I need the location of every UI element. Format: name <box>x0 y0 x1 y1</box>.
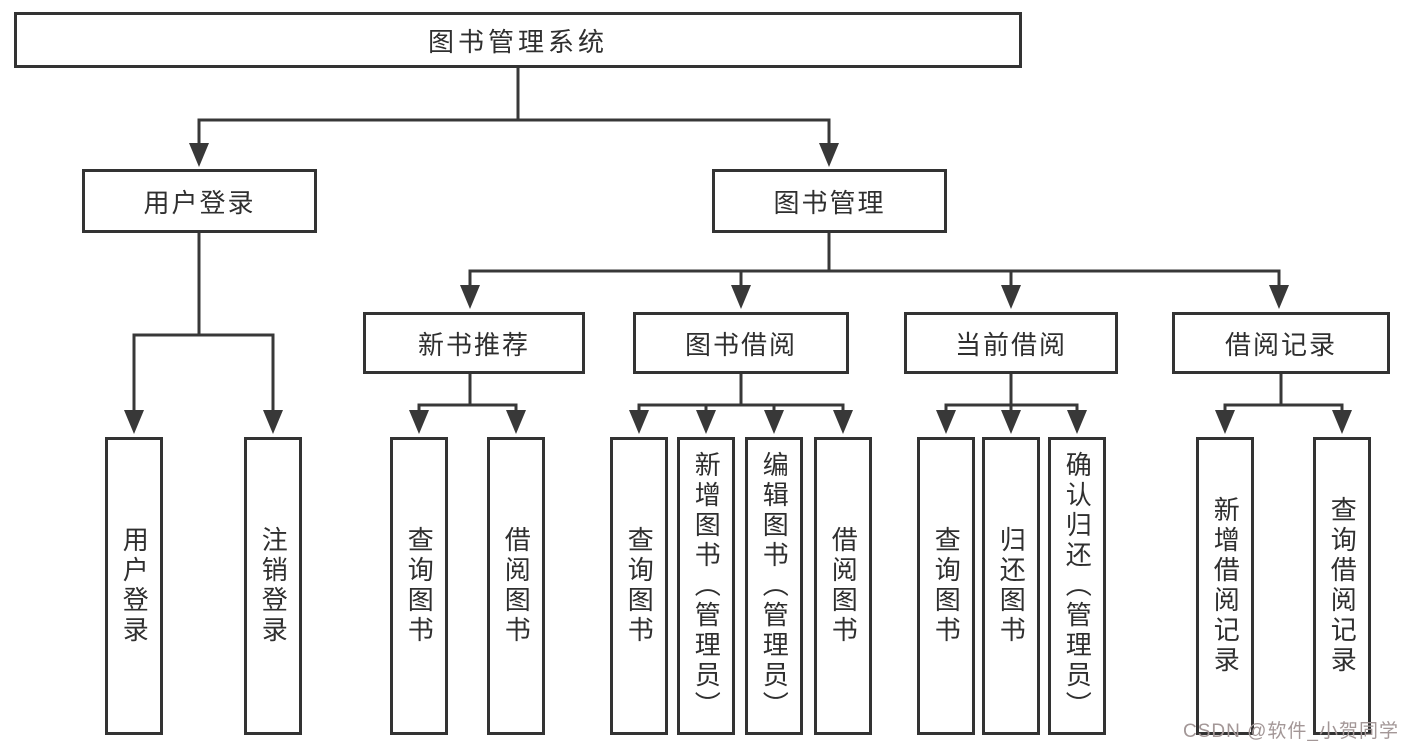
leaf-label: 确认归还（管理员） <box>1062 451 1093 721</box>
node-label: 当前借阅 <box>954 329 1067 360</box>
leaf-logout: 注销登录 <box>244 437 302 735</box>
node-current-borrowing: 当前借阅 <box>904 312 1118 374</box>
leaf-user-login: 用户登录 <box>105 437 163 735</box>
arrowhead-icon <box>936 410 956 434</box>
node-label: 新书推荐 <box>417 329 530 360</box>
leaf-label: 新增借阅记录 <box>1210 496 1241 676</box>
leaf-label: 查询图书 <box>624 526 655 646</box>
arrowhead-icon <box>189 143 209 167</box>
leaf-label: 注销登录 <box>258 526 289 646</box>
arrowhead-icon <box>629 410 649 434</box>
csdn-watermark: CSDN @软件_小贺同学 <box>1183 721 1399 742</box>
node-library-management-system: 图书管理系统 <box>14 12 1022 68</box>
arrowhead-icon <box>833 410 853 434</box>
arrowhead-icon <box>696 410 716 434</box>
arrowhead-icon <box>1332 410 1352 434</box>
node-user-login: 用户登录 <box>82 169 317 233</box>
arrowhead-icon <box>731 285 751 309</box>
node-label: 图书管理 <box>773 187 886 218</box>
leaf-borrow-books: 借阅图书 <box>814 437 872 735</box>
arrowhead-icon <box>124 410 144 434</box>
node-borrowing-records: 借阅记录 <box>1172 312 1390 374</box>
leaf-edit-book-admin: 编辑图书（管理员） <box>745 437 803 735</box>
leaf-add-borrow-record: 新增借阅记录 <box>1196 437 1254 735</box>
leaf-label: 查询图书 <box>931 526 962 646</box>
node-new-book-recommend: 新书推荐 <box>363 312 585 374</box>
node-label: 借阅记录 <box>1224 329 1337 360</box>
node-label: 图书借阅 <box>684 329 797 360</box>
arrowhead-icon <box>263 410 283 434</box>
leaf-label: 借阅图书 <box>501 526 532 646</box>
leaf-label: 查询借阅记录 <box>1327 496 1358 676</box>
arrowhead-icon <box>1001 285 1021 309</box>
arrowhead-icon <box>409 410 429 434</box>
leaf-label: 新增图书（管理员） <box>691 451 722 721</box>
leaf-borrow-books-recommend: 借阅图书 <box>487 437 545 735</box>
arrowhead-icon <box>506 410 526 434</box>
leaf-query-books-recommend: 查询图书 <box>390 437 448 735</box>
leaf-label: 借阅图书 <box>828 526 859 646</box>
node-book-borrowing: 图书借阅 <box>633 312 849 374</box>
leaf-query-books-current: 查询图书 <box>917 437 975 735</box>
arrowhead-icon <box>1269 285 1289 309</box>
arrowhead-icon <box>819 143 839 167</box>
leaf-label: 编辑图书（管理员） <box>759 451 790 721</box>
arrowhead-icon <box>1001 410 1021 434</box>
leaf-query-borrow-record: 查询借阅记录 <box>1313 437 1371 735</box>
leaf-label: 查询图书 <box>404 526 435 646</box>
arrowhead-icon <box>1215 410 1235 434</box>
node-label: 用户登录 <box>143 187 256 218</box>
leaf-label: 归还图书 <box>996 526 1027 646</box>
leaf-add-book-admin: 新增图书（管理员） <box>677 437 735 735</box>
leaf-confirm-return-admin: 确认归还（管理员） <box>1048 437 1106 735</box>
arrowhead-icon <box>460 285 480 309</box>
arrowhead-icon <box>1067 410 1087 434</box>
leaf-return-book: 归还图书 <box>982 437 1040 735</box>
node-label: 图书管理系统 <box>427 26 608 57</box>
leaf-label: 用户登录 <box>119 526 150 646</box>
arrowhead-icon <box>764 410 784 434</box>
leaf-query-books-borrow: 查询图书 <box>610 437 668 735</box>
node-book-management: 图书管理 <box>712 169 947 233</box>
